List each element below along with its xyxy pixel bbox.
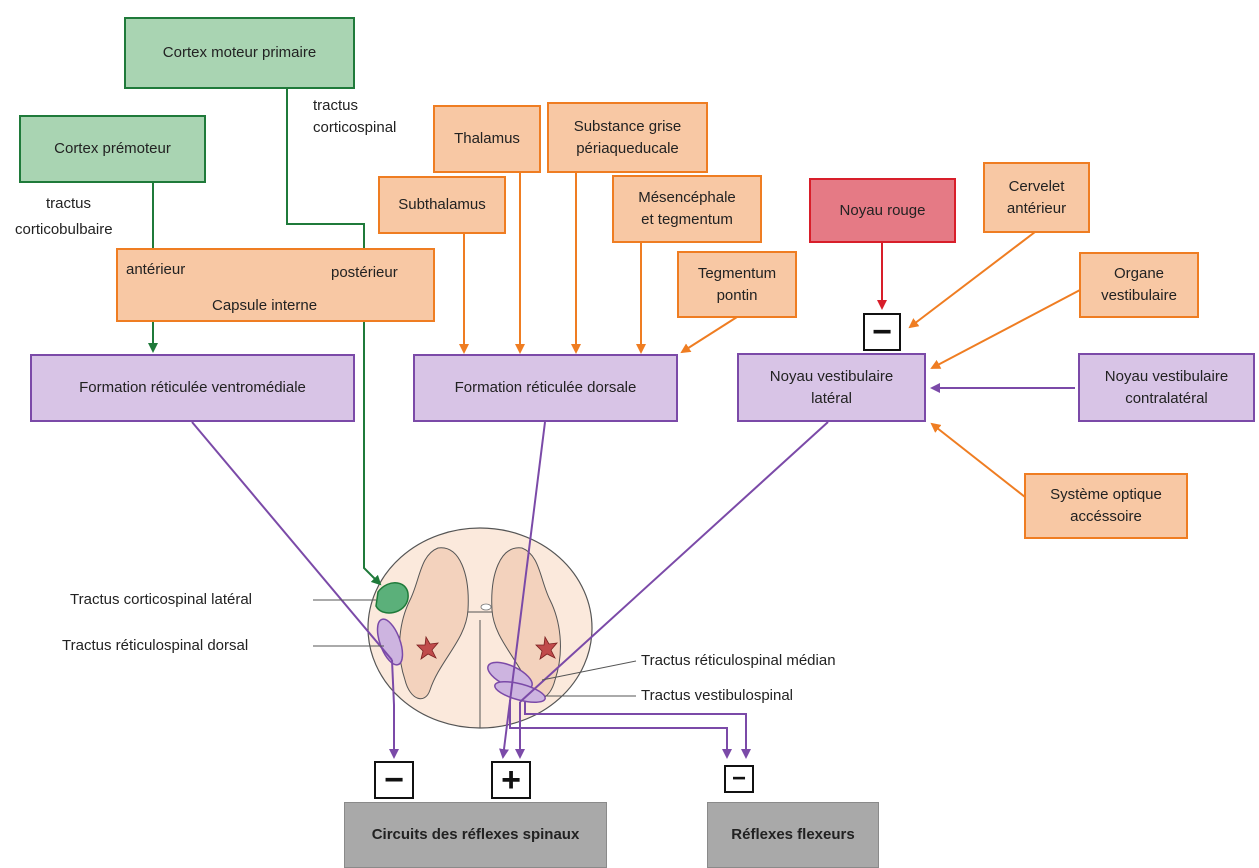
plus-sign-circuits: + [491,761,531,799]
capsule-anterieur-label: antérieur [126,261,186,278]
systeme-optique-arrow [930,422,1026,498]
vestibular-output-flexeur [524,702,751,759]
noyau-rouge-label: Noyau rouge [839,201,926,219]
thalamus-label: Thalamus [454,130,520,148]
capsule-interne-box [116,248,435,322]
circuits-reflexes-label: Circuits des réflexes spinaux [371,826,580,844]
tractus-corticobulbaire-label: tractus [46,195,92,212]
tractus-corticobulbaire-label-2: corticobulbaire [15,221,113,238]
vestibulospinal-region [494,681,546,703]
corticospinal-tract-region [375,582,409,614]
cortex-moteur-primaire-label: Cortex moteur primaire [162,44,317,62]
formation-dorsale-label: Formation réticulée dorsale [454,379,637,397]
tractus-corticospinal-lateral-label: Tractus corticospinal latéral [70,591,253,608]
corticospinal-tract-line [286,88,382,586]
formation-ventromediale-box: Formation réticulée ventromédiale [30,354,355,422]
subthalamus-box: Subthalamus [378,176,506,234]
formation-dorsale-box: Formation réticulée dorsale [413,354,678,422]
subthalamus-label: Subthalamus [398,196,486,214]
minus-sign-noyau-rouge: − [863,313,901,351]
formation-ventromediale-label: Formation réticulée ventromédiale [79,379,306,397]
ventromedial-tract-line [191,421,393,661]
thalamus-box: Thalamus [433,105,541,173]
cortex-moteur-primaire-box: Cortex moteur primaire [124,17,355,89]
tegmentum-pontin-arrow [680,316,738,354]
circuits-reflexes-box: Circuits des réflexes spinaux [344,802,607,868]
capsule-posterieur-label: postérieur [331,264,398,281]
motor-neuron-left [416,635,439,660]
minus-sign-flexeurs: − [724,765,754,793]
vestibular-tract-line [519,421,829,703]
minus-sign-circuits: − [374,761,414,799]
organe-vestibulaire-arrow [930,289,1081,369]
leader-reticulospinal-median [541,660,637,681]
spinal-cord-section [367,527,593,729]
median-output-flexeur [509,700,732,759]
reflexes-flexeurs-label: Réflexes flexeurs [731,826,855,844]
reflexes-flexeurs-box: Réflexes flexeurs [707,802,879,868]
tractus-vestibulospinal-label: Tractus vestibulospinal [641,687,794,704]
motor-neuron-right [535,635,558,660]
cervelet-arrow [908,231,1036,329]
tractus-reticulospinal-dorsal-label: Tractus réticulospinal dorsal [62,637,249,654]
ventromedial-output [389,659,399,759]
noyau-rouge-box: Noyau rouge [809,178,956,243]
tractus-reticulospinal-median-label: Tractus réticulospinal médian [641,652,836,669]
capsule-interne-label: Capsule interne [212,297,318,314]
cortex-premoteur-label: Cortex prémoteur [54,140,171,158]
cortex-premoteur-box: Cortex prémoteur [19,115,206,183]
